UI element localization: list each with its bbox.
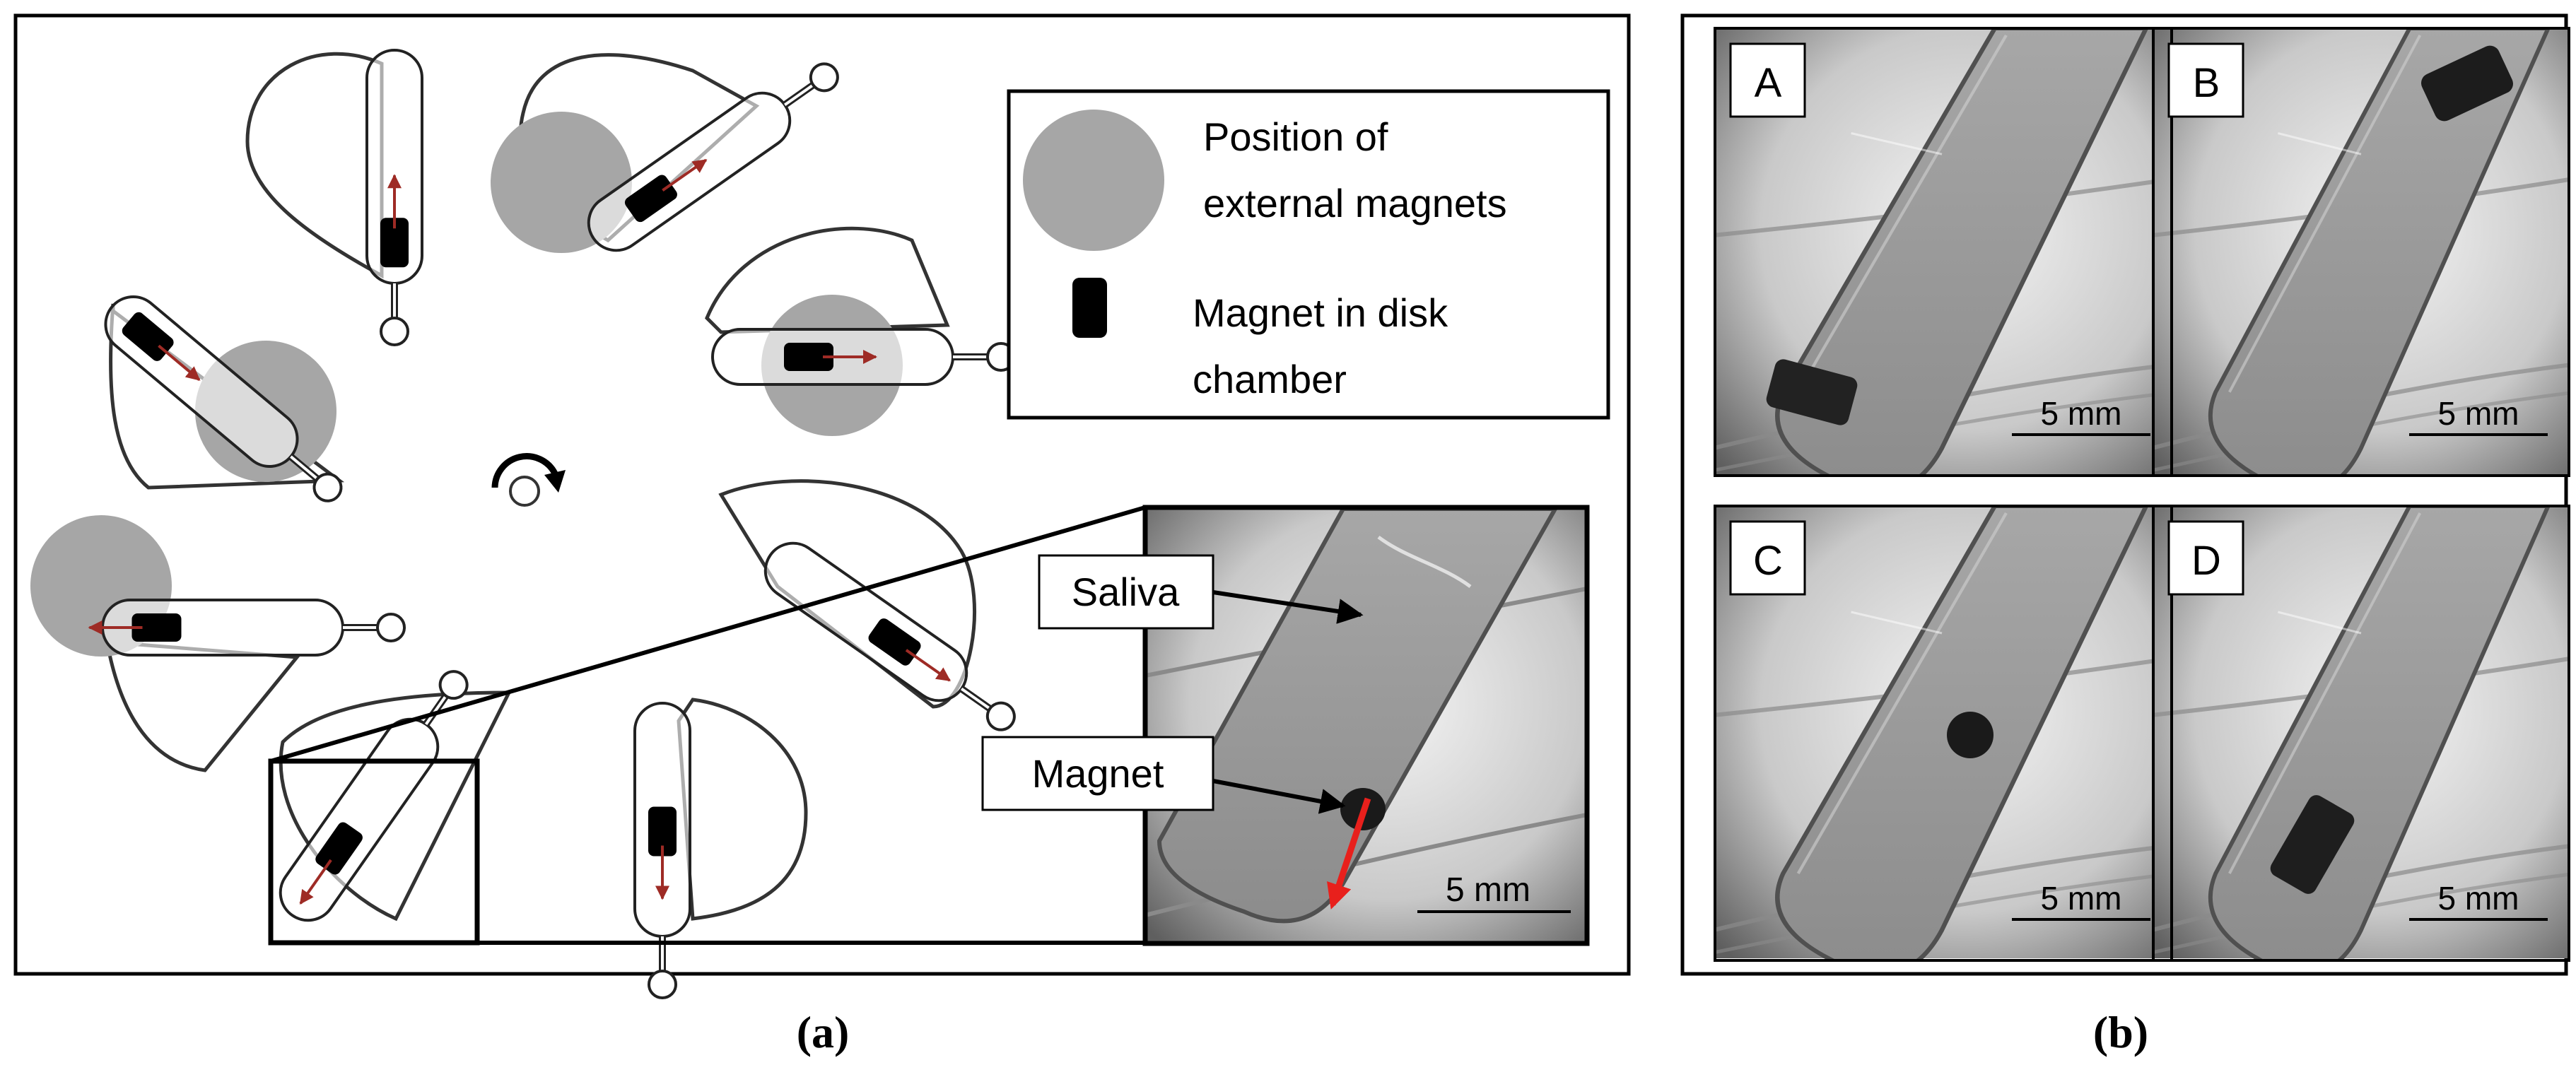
legend-external-magnets-line2: external magnets xyxy=(1203,181,1507,225)
frame-label-box xyxy=(2167,42,2244,118)
magnet-callout: Magnet xyxy=(981,736,1346,814)
frame-label-box xyxy=(1729,42,1806,118)
frame-border xyxy=(1714,505,2173,962)
chamber-port xyxy=(985,701,1016,731)
disk-center xyxy=(491,453,566,507)
inset-scale-label: 5 mm xyxy=(1446,871,1530,909)
disk-magnet xyxy=(315,822,363,875)
disk-magnet xyxy=(784,343,833,371)
chamber-port xyxy=(376,613,406,642)
panel-b: A 5 mm B 5 mm C 5 mm D 5 mm (b) xyxy=(1680,13,2576,1057)
chamber-8 xyxy=(104,295,345,502)
scale-label: 5 mm xyxy=(2438,395,2519,432)
chamber-port xyxy=(312,472,343,502)
panel-b-caption: (b) xyxy=(2093,1007,2148,1057)
panel-a-caption: (a) xyxy=(797,1007,850,1057)
external-magnet-swatch xyxy=(1023,110,1164,251)
frame-label: C xyxy=(1753,538,1783,584)
frame-label-box xyxy=(2167,520,2244,596)
disk-magnet xyxy=(624,175,677,223)
rotation-arrowhead xyxy=(544,470,566,493)
magnet-motion-arrow xyxy=(299,859,332,905)
legend-disk-magnet-line2: chamber xyxy=(1193,357,1347,401)
chamber-port xyxy=(380,317,409,346)
rotation-arrow-icon xyxy=(491,453,558,488)
frame-c: C 5 mm xyxy=(1714,505,2173,962)
panel-a: Position of external magnets Magnet in d… xyxy=(13,13,1631,1057)
inset-scale-bar: 5 mm xyxy=(1417,871,1571,913)
frame-border xyxy=(2152,27,2570,477)
chamber-2 xyxy=(491,53,839,253)
disk-magnet xyxy=(380,218,409,268)
disk-magnet xyxy=(868,618,921,666)
legend: Position of external magnets Magnet in d… xyxy=(1007,89,1610,420)
chamber-outline xyxy=(103,632,300,772)
legend-external-magnets-line1: Position of xyxy=(1203,114,1388,159)
magnet-motion-arrow xyxy=(662,158,708,192)
chamber-outline xyxy=(677,698,808,921)
chamber-port xyxy=(648,970,677,999)
magnet-motion-arrow xyxy=(905,649,952,682)
frame-label-box xyxy=(1729,520,1806,596)
disk-magnet xyxy=(131,613,182,642)
frame-label: B xyxy=(2193,60,2220,106)
chamber-port xyxy=(809,62,839,93)
frame-b: B 5 mm xyxy=(2152,27,2570,477)
saliva-callout: Saliva xyxy=(1038,554,1364,630)
chamber-outline xyxy=(279,690,513,922)
frame-label: D xyxy=(2191,538,2221,584)
inset-frame xyxy=(1142,505,1590,946)
frame-a-photo xyxy=(1685,28,2244,492)
disk-center-hub xyxy=(509,476,540,507)
zoom-connector xyxy=(268,505,1146,946)
chamber-outline xyxy=(109,303,345,490)
frame-d: D 5 mm xyxy=(2152,505,2570,962)
inset-red-arrow xyxy=(1327,797,1371,910)
chamber-outline xyxy=(705,226,950,334)
chamber-tube xyxy=(279,717,440,922)
frame-border xyxy=(1714,27,2173,477)
disk-chambers xyxy=(30,49,1016,999)
frame-border xyxy=(2152,505,2570,962)
chamber-5 xyxy=(633,698,808,999)
panel-b-frame-labels: A 5 mm B 5 mm C 5 mm D 5 mm xyxy=(1714,27,2570,962)
chamber-1 xyxy=(245,49,423,346)
magnet-label: Magnet xyxy=(1032,751,1164,796)
chamber-port xyxy=(438,670,469,700)
scale-label: 5 mm xyxy=(2041,395,2122,432)
magnet-motion-arrow xyxy=(158,344,201,381)
frame-label: A xyxy=(1755,60,1782,106)
chamber-6 xyxy=(279,670,513,922)
frame-d-photo xyxy=(2126,506,2576,975)
chamber-3 xyxy=(705,226,1016,436)
scale-label: 5 mm xyxy=(2438,880,2519,917)
frame-b-photo xyxy=(2126,28,2576,492)
chamber-7 xyxy=(30,515,406,772)
disk-magnet-swatch xyxy=(1072,278,1107,338)
disk-magnet xyxy=(648,806,677,857)
legend-disk-magnet-line1: Magnet in disk xyxy=(1193,290,1448,335)
chamber-tube xyxy=(763,541,968,702)
scale-label: 5 mm xyxy=(2041,880,2122,917)
frame-a: A 5 mm xyxy=(1714,27,2173,477)
saliva-label: Saliva xyxy=(1072,570,1180,614)
chamber-4 xyxy=(718,479,1016,731)
frame-c-photo xyxy=(1685,506,2244,975)
